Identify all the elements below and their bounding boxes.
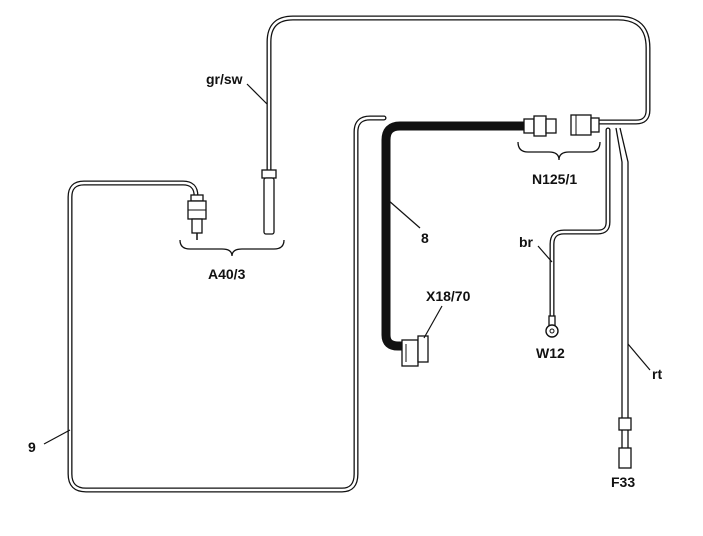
leader-x18 xyxy=(423,305,443,339)
harness-8 xyxy=(381,121,535,351)
plug-x18-icon xyxy=(401,335,429,367)
leader-9 xyxy=(43,429,71,445)
label-rt: rt xyxy=(652,366,662,382)
label-br: br xyxy=(519,234,534,250)
label-n125-1: N125/1 xyxy=(532,171,577,187)
ring-terminal-icon xyxy=(545,315,559,338)
label-w12: W12 xyxy=(536,345,565,361)
leader-grsw xyxy=(246,83,268,105)
connector-n125-left-icon xyxy=(523,115,557,137)
brace-a40 xyxy=(179,239,285,257)
wire-br xyxy=(549,127,611,321)
label-8: 8 xyxy=(421,230,429,246)
label-x18-70: X18/70 xyxy=(426,288,471,304)
wire-gr-sw xyxy=(266,15,651,181)
leader-rt xyxy=(627,343,651,371)
sensor-connector-icon xyxy=(187,194,207,240)
label-9: 9 xyxy=(28,439,36,455)
brace-n125 xyxy=(517,141,601,161)
connector-n125-right-icon xyxy=(570,114,600,136)
label-grsw: gr/sw xyxy=(206,71,243,87)
wire-9 xyxy=(67,115,387,493)
wire-rt xyxy=(615,127,632,469)
leader-br xyxy=(537,245,553,263)
probe-icon xyxy=(261,169,277,235)
label-a40-3: A40/3 xyxy=(208,266,246,282)
label-f33: F33 xyxy=(611,474,635,490)
leader-8 xyxy=(387,199,421,229)
